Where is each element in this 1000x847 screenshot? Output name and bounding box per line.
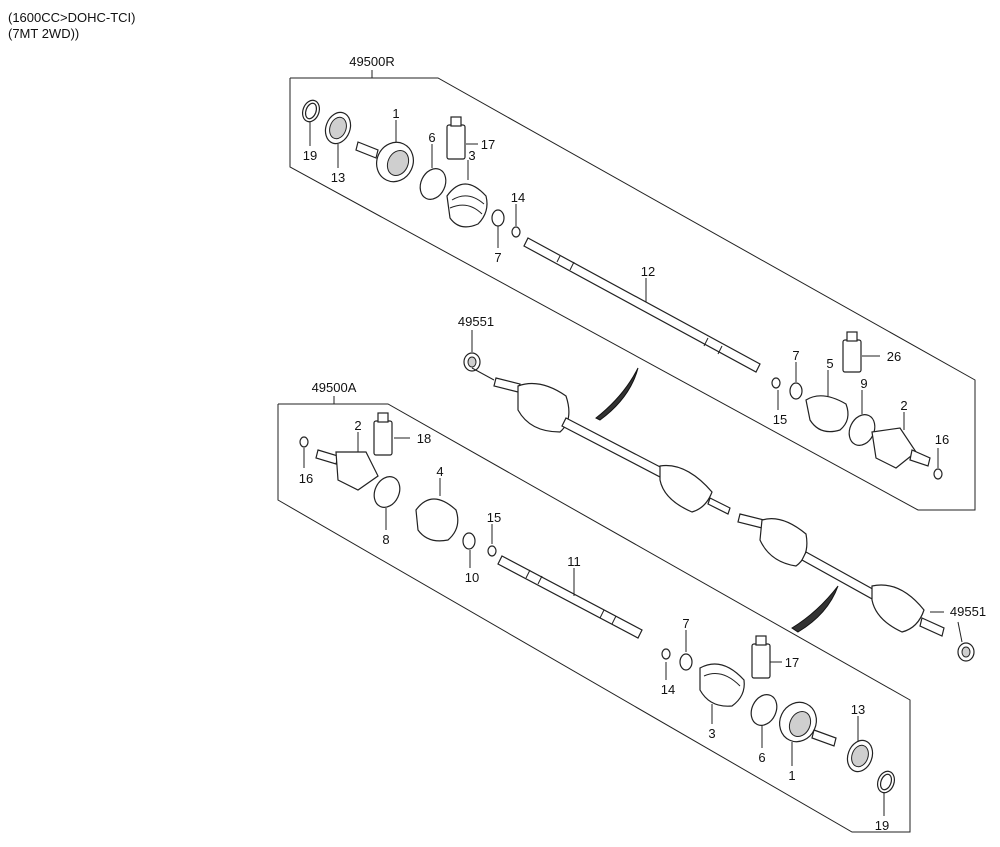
part-circlip-16-upper (933, 468, 943, 480)
callouts: 19 13 1 6 17 3 7 14 12 7 15 5 9 26 2 16 … (299, 106, 986, 833)
arrow-lower (791, 585, 839, 633)
part-shaft-12 (523, 237, 761, 373)
callout-17: 17 (481, 137, 495, 152)
callout-15: 15 (773, 412, 787, 427)
part-circlip-14-lower (661, 648, 671, 660)
part-outer-joint-1-lower (779, 701, 837, 747)
assembled-shaft-left (737, 513, 945, 637)
callout-16-lower: 16 (299, 471, 313, 486)
part-circlip-14 (511, 226, 521, 238)
callout-18: 18 (417, 431, 431, 446)
part-tone-wheel-13-lower (846, 739, 874, 773)
part-outer-joint-1 (355, 141, 414, 183)
callout-5: 5 (826, 356, 833, 371)
callout-3: 3 (468, 148, 475, 163)
part-circlip-15-upper (771, 377, 781, 389)
part-circlip-15-lower (487, 545, 497, 557)
part-band-8 (373, 476, 401, 508)
part-nut-49551-lower (957, 642, 975, 662)
label-49500r: 49500R (349, 54, 395, 69)
frame-49500r (289, 77, 976, 511)
part-grease-17 (446, 116, 466, 160)
part-shaft-11 (497, 555, 643, 639)
part-band-6-lower (750, 694, 778, 726)
part-grease-18 (373, 412, 393, 456)
part-boot-band-6 (419, 168, 447, 200)
callout-7-right: 7 (792, 348, 799, 363)
callout-12: 12 (641, 264, 655, 279)
callout-6: 6 (428, 130, 435, 145)
callout-1: 1 (392, 106, 399, 121)
callout-2-lower: 2 (354, 418, 361, 433)
part-circlip-16-lower (299, 436, 309, 448)
callout-10: 10 (465, 570, 479, 585)
callout-1-lower: 1 (788, 768, 795, 783)
callout-17-lower: 17 (785, 655, 799, 670)
part-band-7-lower (679, 653, 693, 671)
callout-4: 4 (436, 464, 443, 479)
part-inner-joint-2-lower (315, 449, 379, 491)
callout-16: 16 (935, 432, 949, 447)
arrow-upper (595, 367, 639, 421)
assembled-shaft-right (493, 377, 731, 515)
part-grease-17-lower (751, 635, 771, 679)
callout-26: 26 (887, 349, 901, 364)
part-boot-3 (446, 183, 488, 228)
callout-49551-upper: 49551 (458, 314, 494, 329)
callout-13: 13 (331, 170, 345, 185)
part-grease-26 (842, 331, 862, 373)
callout-19-lower: 19 (875, 818, 889, 833)
part-snap-ring-19-lower (876, 770, 896, 794)
part-band-7-upper (491, 209, 505, 227)
callout-14: 14 (511, 190, 525, 205)
callout-7-lower: 7 (682, 616, 689, 631)
frame-49500a (277, 403, 911, 833)
callout-7: 7 (494, 250, 501, 265)
callout-14-lower: 14 (661, 682, 675, 697)
part-tone-wheel-13 (324, 111, 352, 145)
spec-transmission: (7MT 2WD)) (8, 26, 80, 41)
callout-49551-lower: 49551 (950, 604, 986, 619)
part-snap-ring-19 (301, 99, 321, 123)
part-inner-joint-2-upper (871, 427, 931, 469)
part-band-7-right (789, 382, 803, 400)
part-nut-49551-upper (463, 352, 481, 372)
part-band-10 (462, 532, 476, 550)
callout-13-lower: 13 (851, 702, 865, 717)
callout-2: 2 (900, 398, 907, 413)
part-boot-4 (415, 498, 459, 542)
callout-11: 11 (567, 554, 581, 569)
callout-8: 8 (382, 532, 389, 547)
callout-6-lower: 6 (758, 750, 765, 765)
callout-3-lower: 3 (708, 726, 715, 741)
leader-lines (303, 70, 963, 816)
part-boot-5 (805, 395, 849, 433)
callout-19: 19 (303, 148, 317, 163)
label-49500a: 49500A (312, 380, 357, 395)
spec-engine: (1600CC>DOHC-TCI) (8, 10, 136, 25)
callout-15-lower: 15 (487, 510, 501, 525)
part-boot-3-lower (699, 663, 745, 707)
callout-9: 9 (860, 376, 867, 391)
